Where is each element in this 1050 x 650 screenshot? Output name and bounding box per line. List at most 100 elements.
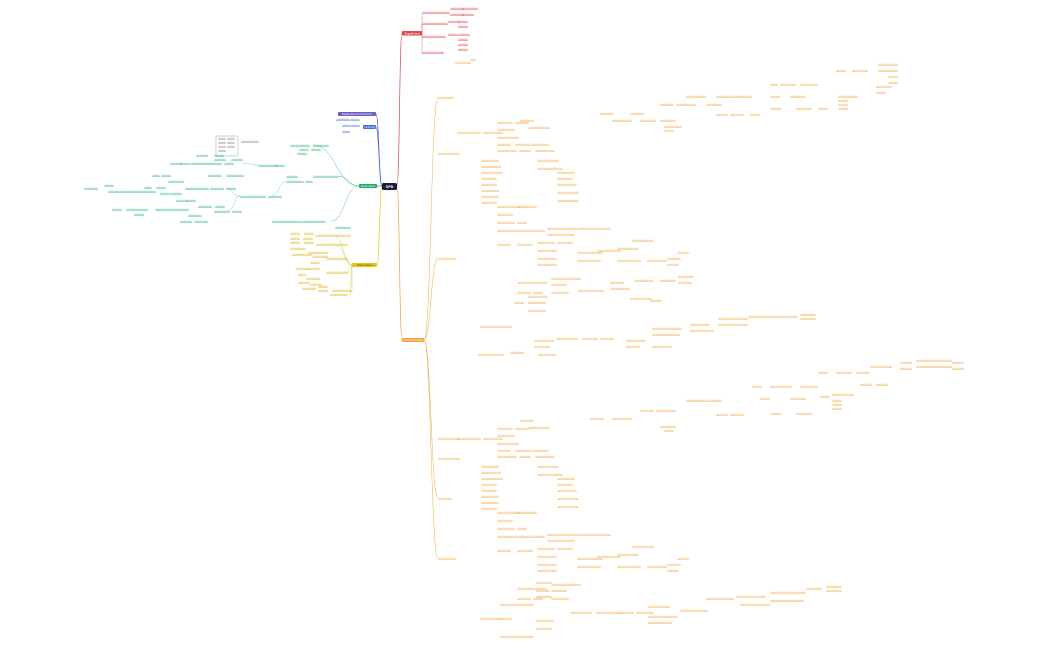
connector-line [227,195,241,212]
topic-text-line [108,190,120,192]
topic-text-line [770,591,806,593]
topic-text-line [517,281,535,283]
connector-lines [224,13,439,559]
topic-text-line [536,581,552,583]
topic-text-line [557,489,577,491]
topic-text-line [916,365,952,367]
topic-text-line [497,535,517,537]
topic-text-line [537,555,557,557]
topic-text-line [304,232,314,234]
topic-text-line [318,285,328,287]
topic-text-line [481,159,499,161]
topic-text-line [648,605,670,607]
topic-text-line [517,221,527,223]
topic-text-line [770,385,792,387]
topic-text-line [537,241,555,243]
topic-text-line [610,281,624,283]
topic-text-line [218,137,226,139]
topic-text-line [218,149,226,151]
topic-text-line [218,141,226,143]
topic-text-line [232,210,242,212]
topic-text-line [538,353,556,355]
topic-text-line [517,243,533,245]
topic-text-line [660,103,674,105]
topic-text-line [832,399,842,401]
branch-global-spend[interactable]: Global Spend [359,184,377,188]
topic-box[interactable] [215,135,239,157]
topic-text-line [112,208,122,210]
topic-text-line [520,119,534,121]
topic-text-line [186,199,196,201]
topic-text-line [497,213,513,215]
topic-text-line [448,33,458,35]
topic-text-line [888,75,898,77]
topic-text-line [533,291,543,293]
topic-text-line [952,361,964,363]
connector-line [242,162,259,166]
topic-text-line [196,154,208,156]
topic-text-line [535,587,547,589]
topic-text-line [156,186,166,188]
connector-line [345,264,353,274]
topic-text-line [302,220,326,222]
topic-text-line [306,267,320,269]
topic-text-line [537,569,557,571]
topic-text-line [826,585,842,587]
topic-text-line [551,589,567,591]
topic-text-line [481,471,501,473]
topic-text-line [880,365,892,367]
connector-line [349,264,353,296]
topic-text-line [214,210,230,212]
topic-text-line [497,455,517,457]
topic-text-line [577,251,603,253]
topic-text-line [535,149,555,151]
topic-text-line [800,313,816,315]
topic-text-line [497,205,521,207]
topic-text-line [303,237,313,239]
topic-text-line [686,95,706,97]
topic-text-line [716,413,728,415]
branch-contracts-label: Contracts [364,126,375,129]
topic-text-line [818,371,828,373]
topic-text-line [438,257,456,259]
topic-text-line [515,143,531,145]
topic-text-line [533,597,543,599]
topic-text-line [161,174,171,176]
topic-text-line [626,339,646,341]
topic-text-line [706,399,722,401]
root-node[interactable]: SPD [382,183,397,190]
topic-text-line [299,148,309,150]
topic-text-line [557,171,575,173]
topic-text-line [648,621,672,623]
topic-text-line [481,501,499,503]
topic-text-line [104,184,114,186]
connector-line [396,32,403,187]
topic-text-line [537,257,557,259]
branch-bargain[interactable]: Bargain/Use Sort Contracts [338,112,376,116]
topic-text-line [481,189,499,191]
branch-accounts-process[interactable]: Accounts Process [402,338,424,342]
topic-text-line [455,61,471,63]
topic-text-line [144,186,152,188]
topic-text-line [316,243,348,245]
topic-text-line [528,309,546,311]
topic-text-line [438,437,460,439]
topic-text-line [497,449,511,451]
topic-text-line [458,25,468,27]
topic-text-line [241,140,259,142]
topic-text-line [706,103,722,105]
topic-text-line [600,112,614,114]
topic-text-line [838,95,858,97]
topic-text-line [227,141,235,143]
topic-text-line [664,129,674,131]
topic-text-line [537,563,557,565]
branch-time-to-spend[interactable]: Time to Spend [352,263,377,267]
topic-text-line [188,214,202,216]
topic-text-line [481,171,503,173]
branch-contracts[interactable]: Contracts [363,125,376,129]
topic-text-line [547,539,575,541]
topic-text-line [470,58,476,60]
branch-target[interactable]: Target/Intent [402,31,422,36]
topic-text-line [557,477,575,479]
